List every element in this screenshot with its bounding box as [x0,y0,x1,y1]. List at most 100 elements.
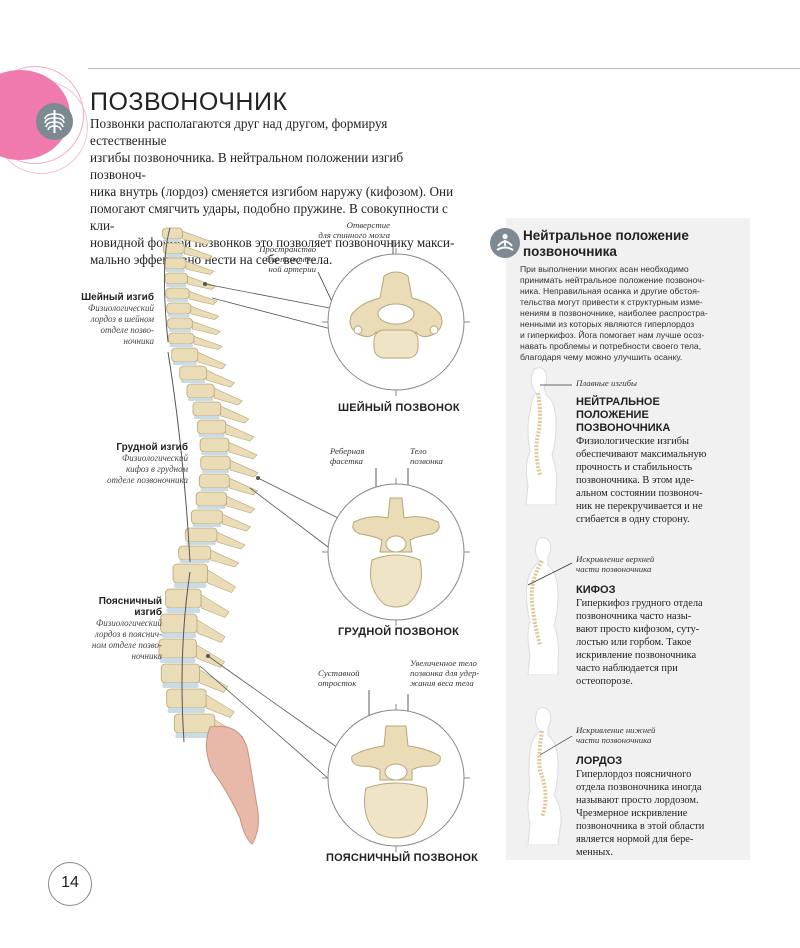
lumbar-curve-text: ночника [131,651,162,661]
intervertebral-disc [166,299,189,302]
state-text-line: лостью или горбом. Такое [576,637,692,648]
spinous-process [210,549,240,568]
spinous-process [220,405,250,424]
panel-intro-line: ника. Неправильная осанка и другие обсто… [520,286,700,296]
state-text: Физиологические изгибы обеспечивают макс… [576,435,711,526]
ann-text: позвонка для удер- [410,668,480,678]
state-text-line: остеопорозе. [576,676,633,687]
spinous-process [192,320,221,335]
ann-text: для спинного мозга [318,230,390,240]
panel-intro-line: нениям в позвоночнике, наиболее распрост… [520,308,708,318]
thoracic-vertebra-title: ГРУДНОЙ ПОЗВОНОК [338,626,460,638]
state-heading-line: ПОЛОЖЕНИЕ [576,409,649,421]
intervertebral-disc [162,683,199,688]
state-text-line: ник не перекручивается и не [576,501,703,512]
state-heading-line: НЕЙТРАЛЬНОЕ [576,396,660,408]
spinous-process [199,669,229,693]
figure-kyphosis [525,537,559,675]
state-text-line: позвоночника часто назы- [576,611,692,622]
cervical-curve-title: Шейный изгиб [81,292,154,303]
lumbar-curve-text: ном отделе позво- [91,640,162,650]
intervertebral-disc [163,239,182,242]
panel-title: Нейтральное положение позвоночника [523,228,743,260]
spinous-process [193,335,223,350]
intro-line: ника внутрь (лордоз) сменяется изгибом н… [90,184,454,199]
state-text-line: Гиперлордоз поясничного [576,769,692,780]
intervertebral-disc [187,398,214,401]
panel-intro-line: При выполнении многих асан необходимо [520,264,689,274]
intervertebral-disc [179,560,210,563]
intervertebral-disc [186,542,216,545]
ann-text: Суставной [318,668,360,678]
state-text-line: позвоночника. В этом иде- [576,475,694,486]
intervertebral-disc [180,380,206,383]
state-heading: НЕЙТРАЛЬНОЕ ПОЛОЖЕНИЕ ПОЗВОНОЧНИКА [576,396,711,435]
lumbar-curve-text: лордоз в пояснич- [94,629,162,639]
state-caption: части позвоночника [576,735,652,745]
thoracic-curve-text: отделе позвоночника [107,475,188,485]
spinous-process [225,423,255,442]
ann-enlarged-body: Увеличенное тело позвонка для удер- жани… [410,658,490,688]
page-title: ПОЗВОНОЧНИК [90,88,288,116]
spinous-process [196,619,226,643]
state-text-line: вают просто кифозом, суту- [576,624,700,635]
state-heading: ЛОРДОЗ [576,755,623,767]
thoracic-vertebra-illustration [322,478,470,626]
ann-text: позвонка [410,456,443,466]
intervertebral-disc [165,284,187,287]
page-number-circle [48,862,92,906]
intervertebral-disc [198,434,225,437]
ann-text: Реберная [330,446,365,456]
lumbar-curve-title: Поясничный [98,596,162,607]
intro-line: помогают смягчить удары, подобно пружине… [90,201,448,233]
intervertebral-disc [165,269,185,272]
spine-brackets [163,227,191,743]
spinous-process [229,459,259,478]
panel-intro-line: благодаря чему можно улучшить осанку. [520,352,683,362]
panel-intro-line: тельства могут привести к структурным из… [520,297,703,307]
spinous-process [196,644,225,668]
state-neutral: Плавные изгибы НЕЙТРАЛЬНОЕ ПОЛОЖЕНИЕ ПОЗ… [576,378,711,526]
state-kyphosis: Искривление верхней части позвоночника К… [576,554,711,688]
cervical-curve-text: лордоз в шейном [90,314,154,324]
intervertebral-disc [201,452,228,455]
state-text-line: альном состоянии позвоноч- [576,488,703,499]
spinous-process [185,260,215,275]
state-text-line: называют просто лордозом. [576,795,699,806]
intervertebral-disc [192,524,222,527]
spinous-process [229,477,258,496]
ann-text: жания веса тела [410,678,474,688]
state-text-line: часто наблюдается при [576,663,678,674]
state-text-line: Чрезмерное искривление [576,808,688,819]
intervertebral-disc [167,708,206,713]
panel-intro-line: навать проблемы и потребности своего тел… [520,341,702,351]
intro-paragraph: Позвонки располагаются друг над другом, … [90,115,460,268]
panel-intro-line: и гиперкифоз. Йога помогает нам лучше ос… [520,330,705,340]
thoracic-curve-text: кифоз в грудном [125,464,188,474]
lumbar-curve-title: изгиб [134,607,162,618]
spinous-process [228,441,258,460]
state-heading: КИФОЗ [576,584,616,596]
spinous-process [207,569,236,593]
ann-vertebral-body: Тело позвонка [410,446,470,466]
state-text-line: обеспечивают максимальную [576,449,707,460]
spinous-process [206,369,235,388]
label-lumbar-curve: Поясничный изгиб Физиологический лордоз … [74,596,162,662]
state-text-line: позвоночника в этой области [576,821,705,832]
intro-line: изгибы позвоночника. В нейтральном полож… [90,150,404,182]
ann-text: Увеличенное тело [410,658,477,668]
cervical-curve-text: отделе позво- [100,325,154,335]
spinous-process [183,245,213,260]
ann-text: Отверстие [346,220,390,230]
intervertebral-disc [200,488,229,491]
intervertebral-disc [160,658,196,663]
ann-text: для позвоноч- [265,254,316,264]
state-text: Гиперкифоз грудного отдела позвоночника … [576,597,711,688]
lumbar-vertebra-illustration [322,704,470,852]
panel-intro: При выполнении многих асан необходимо пр… [520,264,744,363]
spine-illustration [158,227,259,845]
state-caption: части позвоночника [576,564,652,574]
spinous-process [188,290,218,305]
spinous-process [226,495,256,514]
figure-lordosis [527,707,562,845]
